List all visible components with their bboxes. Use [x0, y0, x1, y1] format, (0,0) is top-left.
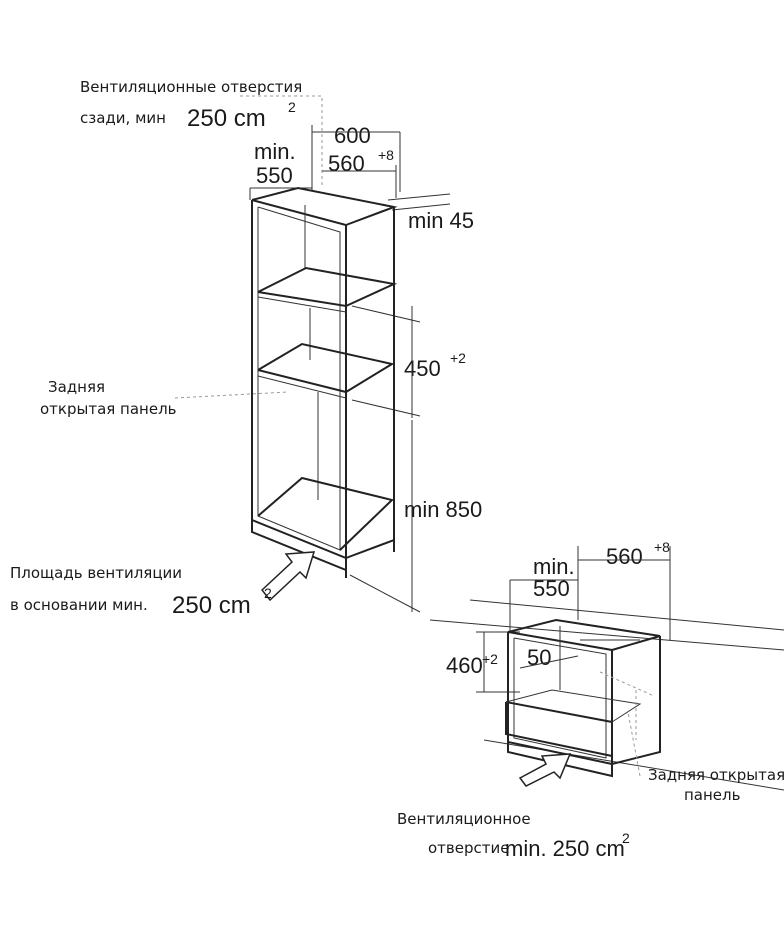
tall-dimension-lines	[249, 125, 451, 613]
tall-total-height: min 850	[404, 497, 482, 522]
drawer-vent-exponent: 2	[622, 830, 630, 846]
drawer-inner-width: 560	[606, 544, 643, 569]
rear-vent-exponent: 2	[288, 99, 296, 115]
rear-panel-label-line2: открытая панель	[40, 400, 177, 418]
tall-min-value: 550	[256, 163, 293, 188]
rear-panel-leader	[174, 391, 289, 399]
drawer-inner-width-tol: +8	[654, 539, 670, 555]
drawer-vent-value: min. 250 cm	[505, 836, 625, 861]
tall-width-600: 600	[334, 123, 371, 148]
drawer-rear-panel-label-line2: панель	[684, 786, 740, 804]
drawer-vent-label-line1: Вентиляционное	[397, 810, 531, 828]
rear-vent-value: 250 cm	[187, 105, 266, 132]
tall-niche-height-tol: +2	[450, 350, 466, 366]
drawer-rear-panel-label-line1: Задняя открытая	[648, 766, 784, 784]
tall-min-label: min.	[254, 139, 296, 164]
rear-vent-label-line2: сзади, мин	[80, 109, 166, 127]
base-vent-value: 250 cm	[172, 592, 251, 619]
base-vent-label-line2: в основании мин.	[10, 596, 148, 614]
base-vent-label-line1: Площадь вентиляции	[10, 564, 182, 582]
drawer-vent-arrow-icon	[518, 753, 572, 787]
drawer-dimension-lines	[429, 546, 784, 791]
drawer-vent-label-line2: отверстие	[428, 839, 509, 857]
base-vent-exponent: 2	[264, 585, 272, 601]
tall-niche-height: 450	[404, 356, 441, 381]
rear-vent-label-line1: Вентиляционные отверстия	[80, 78, 302, 96]
tall-inner-width-tol: +8	[378, 147, 394, 163]
base-vent-arrow-icon	[260, 551, 316, 602]
drawer-height-tol: +2	[482, 651, 498, 667]
drawer-min-label: min.	[533, 554, 575, 579]
tall-inner-width: 560	[328, 151, 365, 176]
tall-cabinet	[251, 186, 398, 578]
rear-panel-label-line1: Задняя	[48, 378, 105, 396]
tall-gap-45: min 45	[408, 208, 474, 233]
drawer-cabinet	[505, 618, 661, 778]
drawer-height: 460	[446, 653, 483, 678]
drawer-rear-panel-leader	[627, 711, 641, 777]
